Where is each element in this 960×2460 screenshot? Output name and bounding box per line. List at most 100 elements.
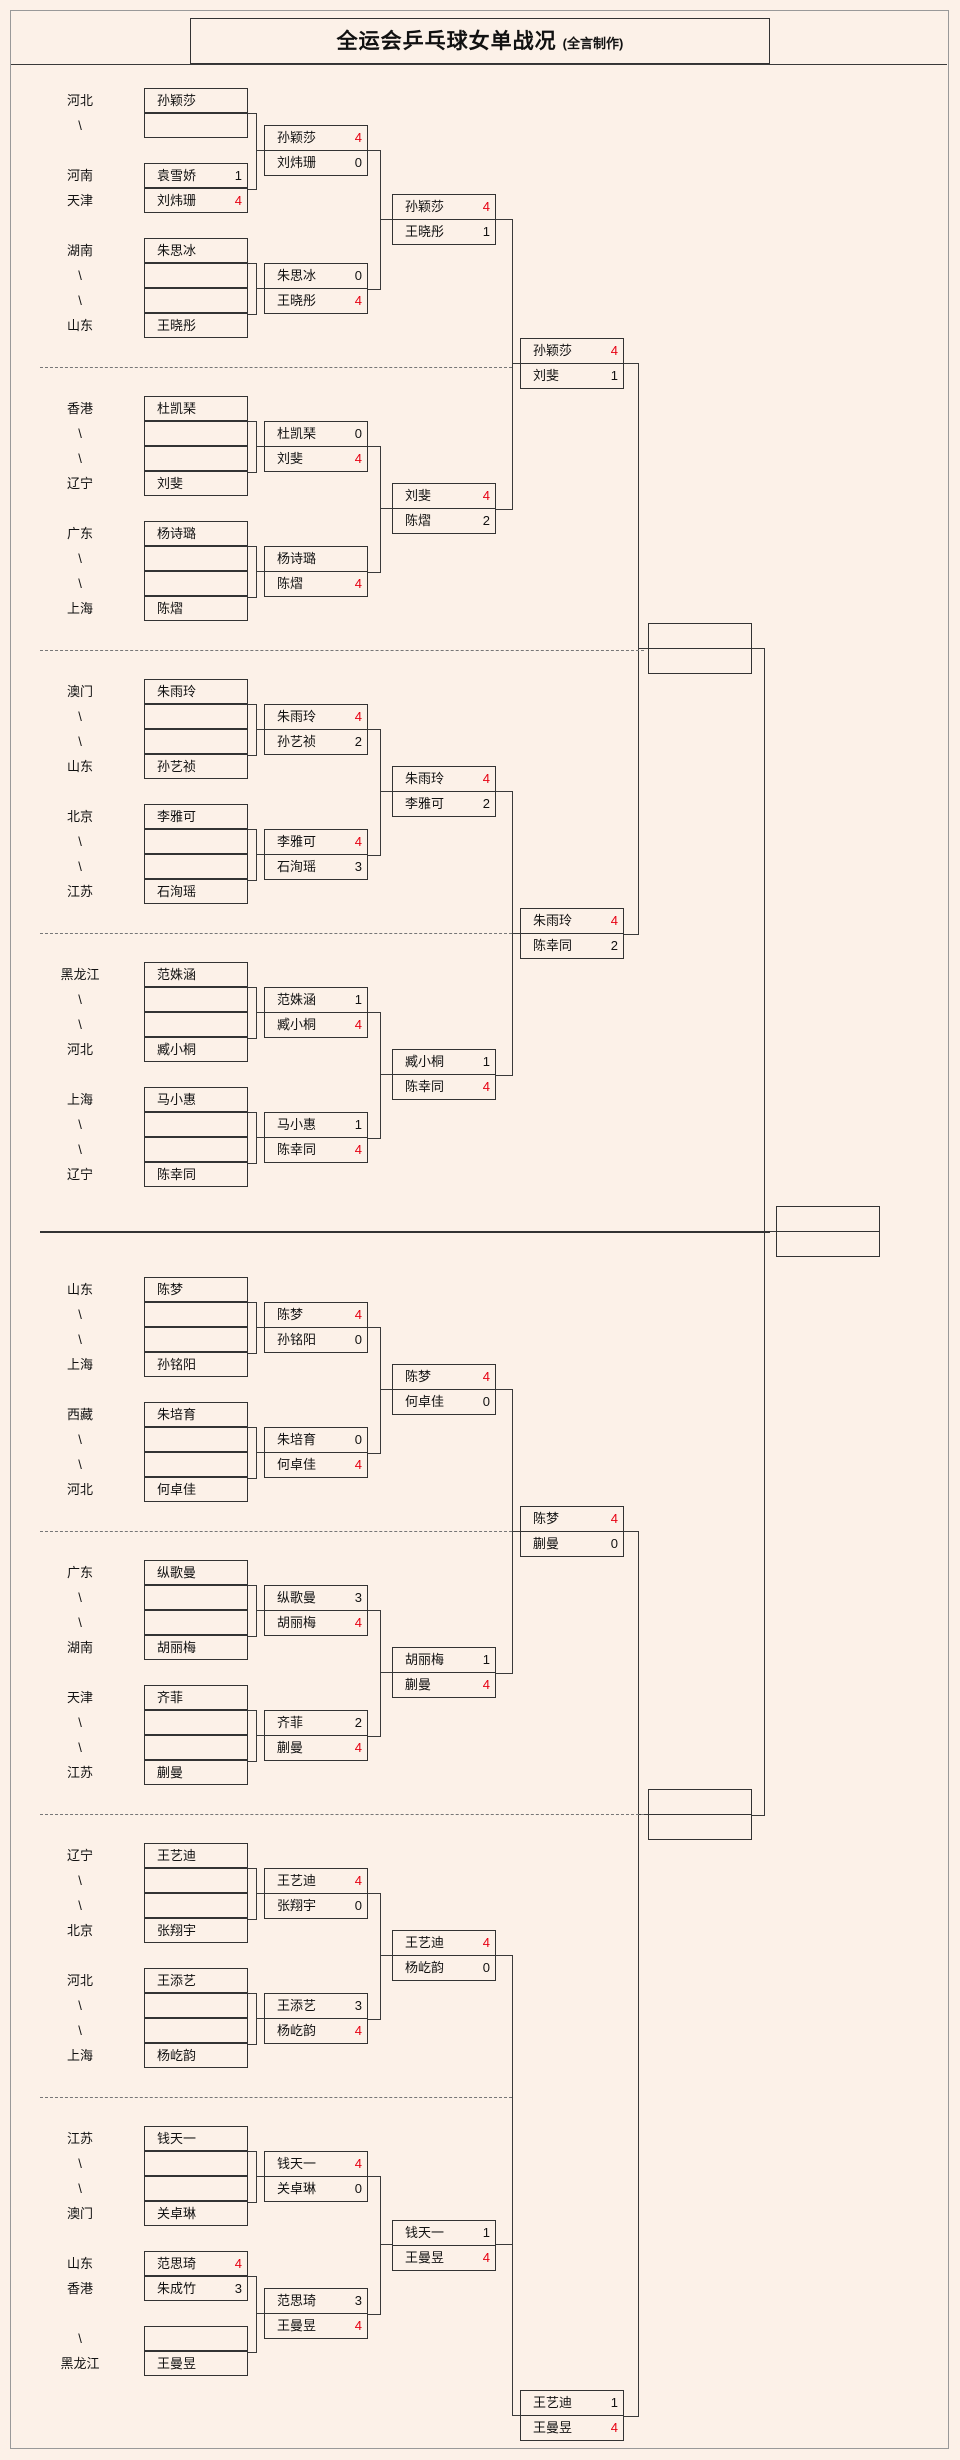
connector-stub [256,1610,264,1611]
bracket-slot [144,1893,248,1918]
region-label: 山东 [66,2256,93,2271]
score: 4 [354,1142,362,1157]
bracket-connector [368,729,381,856]
score: 4 [482,1677,490,1692]
region-label: \ [78,1873,82,1888]
bracket-slot: 王曼昱 [144,2351,248,2376]
bracket-slot: 陈幸同 [144,1162,248,1187]
bracket-slot [144,1427,248,1452]
match-row: 蒯曼 4 [393,1672,495,1697]
region-label: 湖南 [66,243,93,258]
bracket-slot: 朱培育 [144,1402,248,1427]
player-name: 王曼昱 [533,2420,573,2435]
region-label: 北京 [66,809,93,824]
score: 4 [482,1079,490,1094]
player-name: 蒯曼 [405,1677,432,1692]
score: 4 [234,2256,242,2271]
region-label: \ [78,1017,82,1032]
player-name: 朱雨玲 [277,709,317,724]
player-name: 蒯曼 [533,1536,560,1551]
player-name: 蒯曼 [277,1740,304,1755]
player-name: 蒯曼 [157,1765,184,1780]
player-name: 朱培育 [277,1432,317,1447]
region-label: 澳门 [66,2206,93,2221]
connector-stub [256,1735,264,1736]
player-name: 胡丽梅 [405,1652,445,1667]
bracket-slot [144,829,248,854]
player-name: 陈熠 [405,513,432,528]
header-rule [11,64,947,65]
bracket-slot [144,1735,248,1760]
player-name: 陈熠 [157,601,184,616]
player-name: 陈幸同 [405,1079,445,1094]
connector-stub [256,571,264,572]
score: 4 [482,1935,490,1950]
score: 4 [354,576,362,591]
match-row: 朱雨玲 4 [265,705,367,729]
match-box-semifinal [648,1789,752,1840]
bracket-connector [248,1427,257,1479]
bracket-connector [248,2276,257,2353]
player-name: 孙艺祯 [277,734,317,749]
score: 4 [354,451,362,466]
bracket-slot [144,1868,248,1893]
player-name: 朱培育 [157,1407,197,1422]
score: 4 [482,2250,490,2265]
score: 4 [234,193,242,208]
player-name: 杨诗璐 [157,526,197,541]
player-name: 王曼昱 [277,2318,317,2333]
bracket-connector [248,704,257,756]
region-label: 山东 [66,759,93,774]
score: 4 [610,913,618,928]
player-name: 孙铭阳 [277,1332,317,1347]
player-name: 孙颖莎 [277,130,317,145]
score: 4 [354,1457,362,1472]
region-label: \ [78,551,82,566]
player-name: 钱天一 [277,2156,317,2171]
connector-stub [380,791,392,792]
player-name: 马小惠 [157,1092,197,1107]
bracket-slot [144,1012,248,1037]
player-name: 陈梦 [157,1282,184,1297]
group-divider [40,367,512,368]
region-label: \ [78,1898,82,1913]
region-label: \ [78,1615,82,1630]
bracket-connector [248,421,257,473]
player-name: 陈梦 [277,1307,304,1322]
bracket-slot [144,1610,248,1635]
bracket-slot [144,2018,248,2043]
score: 4 [354,1740,362,1755]
bracket-slot: 孙铭阳 [144,1352,248,1377]
connector-stub [380,1955,392,1956]
region-label: 广东 [66,1565,93,1580]
bracket-slot: 王艺迪 [144,1843,248,1868]
bracket-connector [624,1531,639,2417]
player-name: 胡丽梅 [157,1640,197,1655]
score: 4 [610,343,618,358]
region-label: \ [78,426,82,441]
bracket-slot: 胡丽梅 [144,1635,248,1660]
player-name: 王晓彤 [405,224,445,239]
score: 2 [610,938,618,953]
player-name: 刘炜珊 [157,193,197,208]
score: 4 [354,709,362,724]
player-name: 王曼昱 [405,2250,445,2265]
region-label: 北京 [66,1923,93,1938]
match-row [649,1790,751,1814]
score: 1 [482,1652,490,1667]
